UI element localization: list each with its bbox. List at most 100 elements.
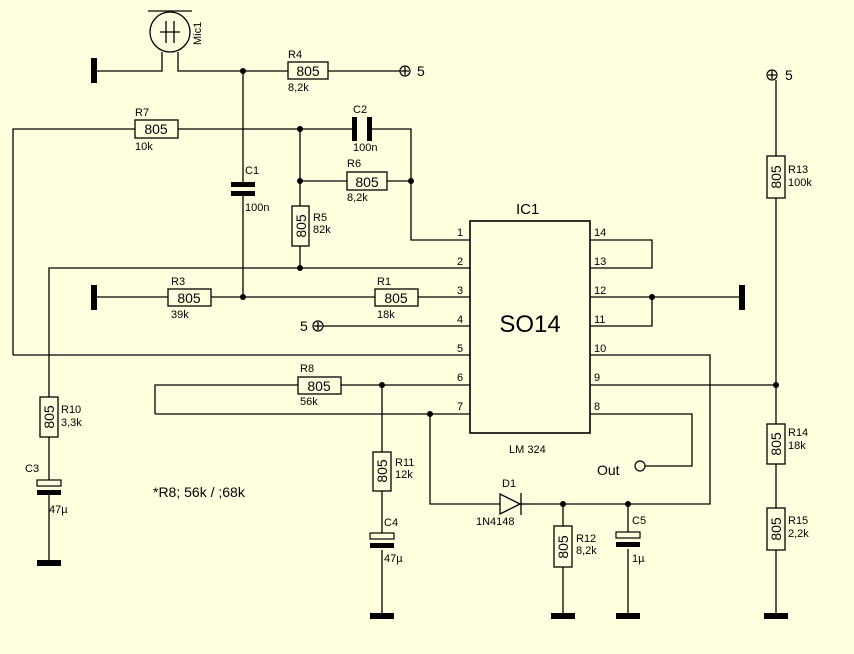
resistor-value: 8,2k bbox=[347, 192, 368, 204]
mic-ref: Mic1 bbox=[192, 22, 204, 45]
junction-dot bbox=[649, 294, 655, 300]
junction-dot bbox=[240, 294, 246, 300]
pin-number: 14 bbox=[594, 227, 606, 239]
ground-bar bbox=[764, 613, 788, 619]
resistor-value: 18k bbox=[377, 309, 395, 321]
resistor-value: 100k bbox=[788, 177, 812, 189]
capacitor-value: 100n bbox=[245, 202, 269, 214]
supply-label: 5 bbox=[417, 63, 425, 79]
package-label: 805 bbox=[296, 63, 320, 79]
ic-part: LM 324 bbox=[509, 444, 546, 456]
pin-number: 11 bbox=[594, 314, 605, 326]
resistor-r12: 805 R12 8,2k bbox=[553, 525, 597, 568]
resistor-r10: 805 R10 3,3k bbox=[39, 396, 82, 438]
pin-number: 10 bbox=[594, 343, 606, 355]
capacitor-c2: C2 100n bbox=[352, 104, 377, 154]
capacitor-c5: C5 1µ bbox=[615, 515, 646, 565]
pin-number: 9 bbox=[594, 372, 600, 384]
pin-number: 7 bbox=[457, 401, 463, 413]
resistor-ref: R7 bbox=[135, 107, 149, 119]
ground-bar bbox=[616, 613, 640, 619]
resistor-value: 8,2k bbox=[576, 545, 597, 557]
resistor-ref: R3 bbox=[171, 276, 185, 288]
pin-number: 4 bbox=[457, 314, 463, 326]
package-label: 805 bbox=[555, 535, 571, 559]
package-label: 805 bbox=[374, 459, 390, 483]
junctions bbox=[240, 68, 779, 507]
junction-dot bbox=[560, 501, 566, 507]
resistor-value: 10k bbox=[135, 141, 153, 153]
supply-terminal-r4: 5 bbox=[399, 63, 425, 79]
resistor-r7: 805 R7 10k bbox=[134, 107, 179, 153]
ic-package: SO14 bbox=[499, 311, 560, 338]
ic-left-pins: 1 2 3 4 5 6 7 bbox=[457, 227, 463, 413]
resistor-ref: R15 bbox=[788, 515, 808, 527]
resistor-value: 3,3k bbox=[61, 417, 82, 429]
junction-dot bbox=[427, 411, 433, 417]
capacitor-value: 100n bbox=[353, 142, 377, 154]
pin-number: 3 bbox=[457, 285, 463, 297]
resistor-r3: 805 R3 39k bbox=[167, 276, 212, 321]
out-label: Out bbox=[597, 462, 620, 478]
junction-dot bbox=[297, 126, 303, 132]
resistor-r6: 805 R6 8,2k bbox=[346, 158, 388, 204]
package-label: 805 bbox=[293, 214, 309, 238]
resistor-ref: R14 bbox=[788, 427, 808, 439]
ground-bar bbox=[91, 285, 97, 310]
out-terminal: Out bbox=[597, 460, 646, 478]
resistor-ref: R5 bbox=[313, 212, 327, 224]
junction-dot bbox=[240, 68, 246, 74]
resistor-r8: 805 R8 56k bbox=[297, 363, 342, 408]
junction-dot bbox=[408, 178, 414, 184]
junction-dot bbox=[625, 501, 631, 507]
ground-bar bbox=[370, 613, 394, 619]
pin-number: 1 bbox=[457, 227, 463, 239]
resistor-r11: 805 R11 12k bbox=[372, 451, 414, 492]
capacitor-ref: C3 bbox=[25, 463, 39, 475]
resistor-value: 39k bbox=[171, 309, 189, 321]
junction-dot bbox=[773, 382, 779, 388]
ic-right-pins: 14 13 12 11 10 9 8 bbox=[594, 227, 606, 413]
capacitor-c4: C4 47µ bbox=[369, 517, 403, 565]
package-label: 805 bbox=[144, 121, 168, 137]
capacitor-value: 47µ bbox=[384, 553, 403, 565]
resistor-value: 12k bbox=[395, 469, 413, 481]
supply-terminal-r13: 5 bbox=[766, 67, 793, 83]
diode-part: 1N4148 bbox=[476, 516, 515, 528]
capacitor-ref: C5 bbox=[632, 515, 646, 527]
pin-number: 6 bbox=[457, 372, 463, 384]
resistor-value: 56k bbox=[300, 396, 318, 408]
supply-label: 5 bbox=[785, 67, 793, 83]
package-label: 805 bbox=[768, 517, 784, 541]
resistor-r5: 805 R5 82k bbox=[291, 205, 331, 247]
junction-dot bbox=[297, 178, 303, 184]
diode-d1: D1 1N4148 bbox=[476, 478, 529, 528]
capacitor-ref: C2 bbox=[353, 104, 367, 116]
note-text: *R8; 56k / ;68k bbox=[153, 484, 246, 500]
resistor-r15: 805 R15 2,2k bbox=[766, 507, 809, 551]
ground-bar bbox=[37, 560, 61, 566]
junction-dot bbox=[379, 382, 385, 388]
ic-lm324: IC1 SO14 LM 324 1 2 3 4 5 6 7 14 13 12 1… bbox=[457, 201, 606, 456]
resistor-r1: 805 R1 18k bbox=[374, 276, 419, 321]
package-label: 805 bbox=[41, 405, 57, 429]
pin-number: 13 bbox=[594, 256, 606, 268]
capacitor-ref: C1 bbox=[245, 165, 259, 177]
package-label: 805 bbox=[177, 290, 201, 306]
junction-dot bbox=[297, 265, 303, 271]
capacitor-value: 47µ bbox=[49, 504, 68, 516]
package-label: 805 bbox=[768, 432, 784, 456]
resistor-ref: R13 bbox=[788, 164, 808, 176]
resistor-value: 8,2k bbox=[288, 82, 309, 94]
ground-symbols bbox=[37, 58, 788, 619]
capacitor-c3: C3 47µ bbox=[25, 463, 68, 516]
ground-bar bbox=[551, 613, 575, 619]
package-label: 805 bbox=[307, 378, 331, 394]
package-label: 805 bbox=[355, 174, 379, 190]
resistor-r14: 805 R14 18k bbox=[766, 423, 808, 465]
resistor-ref: R4 bbox=[288, 49, 302, 61]
resistor-value: 18k bbox=[788, 440, 806, 452]
resistor-ref: R12 bbox=[576, 533, 596, 545]
resistor-ref: R6 bbox=[347, 158, 361, 170]
pin-number: 12 bbox=[594, 285, 606, 297]
